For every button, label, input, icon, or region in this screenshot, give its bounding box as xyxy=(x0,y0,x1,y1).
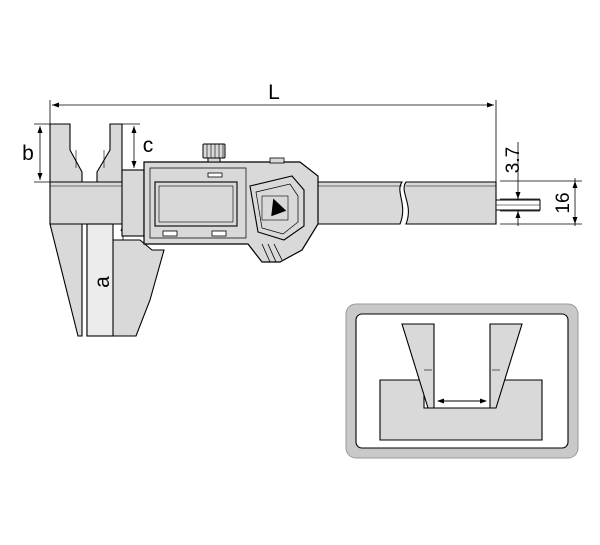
inset-left-nib xyxy=(401,323,435,409)
mode-button[interactable] xyxy=(211,230,227,237)
power-button[interactable] xyxy=(261,195,289,221)
dim-label-rod-width: 3.7 xyxy=(503,147,524,173)
dim-label-b: b xyxy=(22,142,34,165)
thumb-roller xyxy=(261,243,283,263)
inset-arrow-right xyxy=(480,398,487,404)
inset-right-nib xyxy=(489,323,523,409)
depth-rod xyxy=(495,199,541,211)
triangle-up-icon xyxy=(271,198,287,217)
lcd-screen xyxy=(154,181,238,227)
inset-arrow-left xyxy=(437,398,444,404)
beam-right-section xyxy=(403,181,497,225)
dim-label-beam-width: 16 xyxy=(553,192,574,213)
lock-button[interactable] xyxy=(162,230,178,237)
screw-knob[interactable] xyxy=(202,143,226,159)
display-housing xyxy=(143,157,319,263)
dim-label-a: a xyxy=(91,276,114,288)
inset-detail xyxy=(345,303,579,459)
indicator-slot-top xyxy=(207,172,223,178)
dim-label-c: c xyxy=(143,134,154,157)
sliding-jaw-body xyxy=(121,169,145,237)
screw-neck xyxy=(207,157,221,163)
fixed-upper-jaw xyxy=(49,123,83,183)
power-button-frame[interactable] xyxy=(261,195,289,221)
fixed-jaw xyxy=(49,123,83,337)
jaw-face-a xyxy=(86,223,114,337)
dim-label-L: L xyxy=(268,81,280,104)
fixed-lower-jaw xyxy=(49,223,83,337)
housing-tab xyxy=(269,157,285,164)
locking-screw[interactable] xyxy=(202,143,226,163)
sliding-jaw xyxy=(86,123,165,337)
sliding-upper-jaw xyxy=(96,123,123,183)
